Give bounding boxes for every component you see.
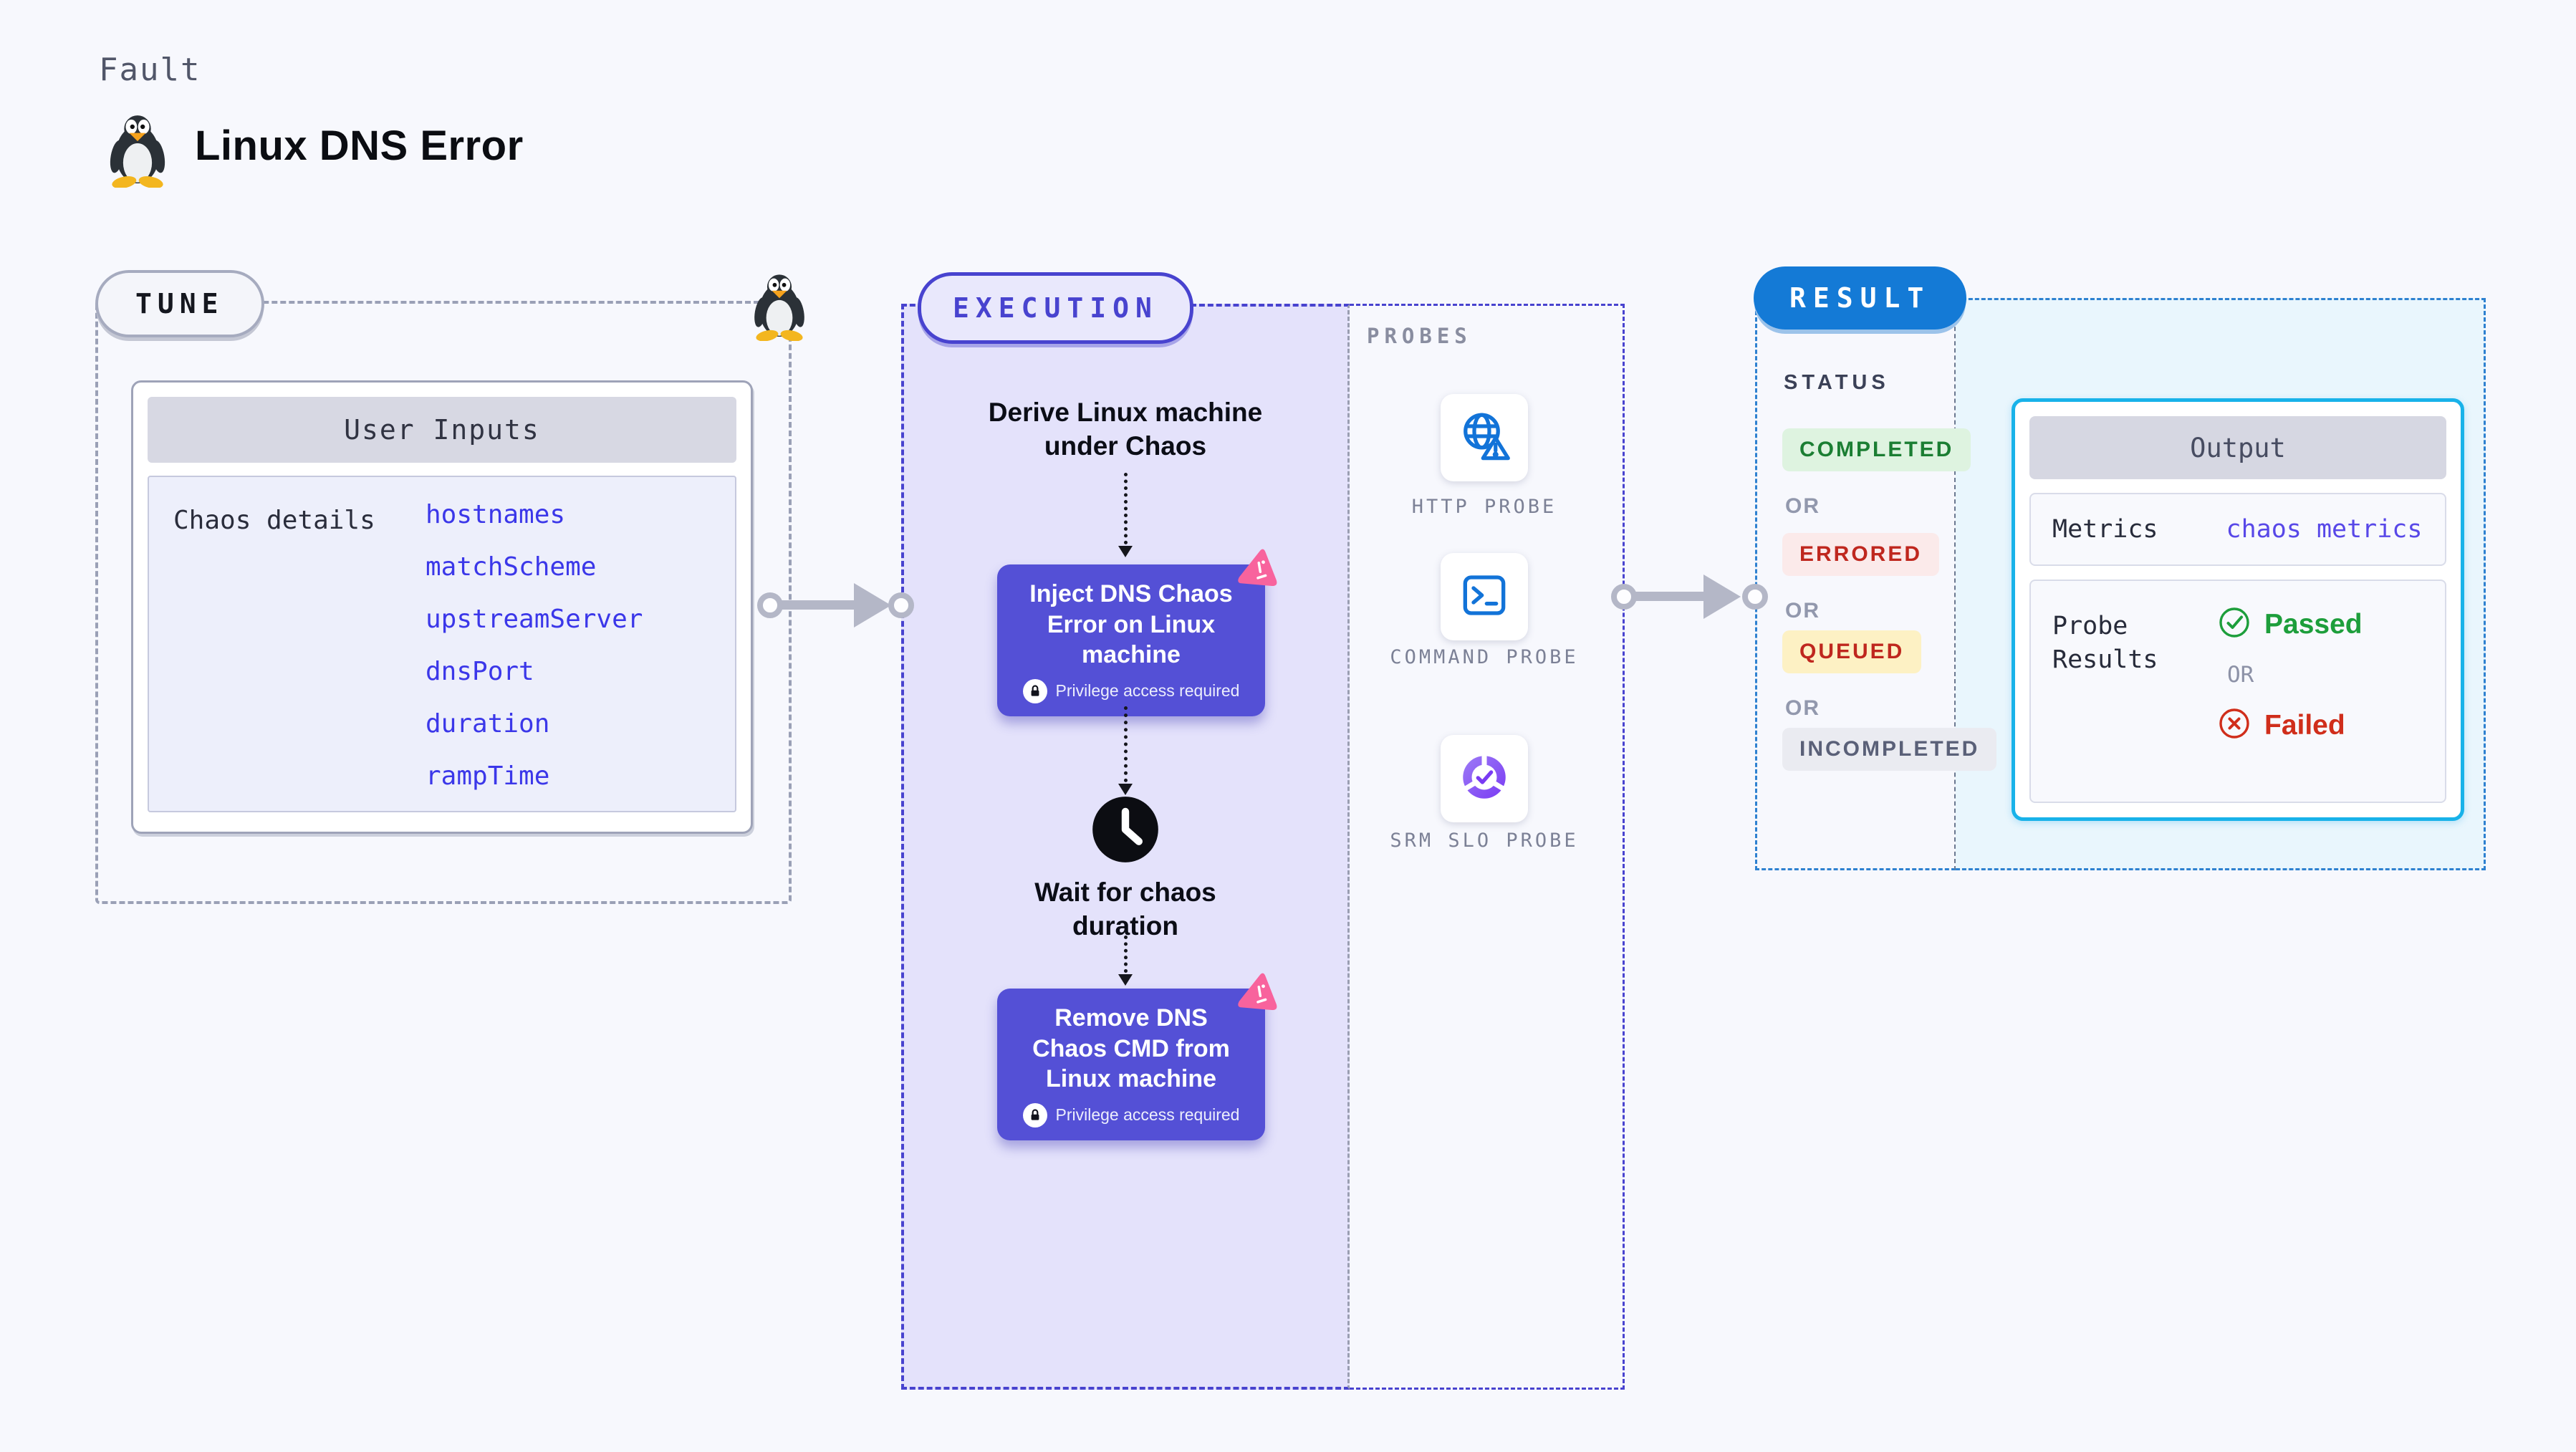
passed-label: Passed — [2264, 608, 2363, 640]
passed-row: Passed — [2217, 605, 2363, 643]
chaos-params-list: hostnames matchScheme upstreamServer dns… — [426, 477, 643, 811]
status-badge-incompleted: INCOMPLETED — [1782, 728, 1997, 771]
probe-results-row: Probe Results Passed OR — [2029, 580, 2446, 803]
param-dnsport: dnsPort — [426, 657, 534, 686]
connector-dot — [757, 592, 783, 618]
privilege-label: Privilege access required — [1055, 1105, 1240, 1124]
page-title: Linux DNS Error — [195, 122, 524, 169]
derive-step-text: Derive Linux machine under Chaos — [988, 398, 1263, 461]
privilege-label: Privilege access required — [1055, 681, 1240, 700]
param-upstreamserver: upstreamServer — [426, 605, 643, 634]
connector-dot — [1742, 584, 1768, 610]
probe-results-label: Probe Results — [2052, 612, 2158, 675]
fault-kicker: Fault — [99, 52, 201, 88]
srm-slo-probe-label: SRM SLO PROBE — [1390, 830, 1579, 852]
lock-icon — [1022, 678, 1047, 703]
remove-chaos-step-card: Remove DNS Chaos CMD from Linux machine … — [997, 973, 1277, 1140]
failed-row: Failed — [2217, 706, 2363, 744]
command-probe-label: COMMAND PROBE — [1390, 646, 1579, 668]
check-circle-icon — [2217, 605, 2251, 643]
chaos-fault-icon — [1233, 966, 1285, 1019]
dotted-connector — [1124, 473, 1128, 544]
arrow-head — [854, 583, 891, 628]
clock-icon — [1090, 794, 1161, 865]
param-matchscheme: matchScheme — [426, 552, 597, 582]
command-probe-card — [1441, 553, 1528, 640]
or-separator: OR — [1785, 494, 1820, 518]
chaos-fault-icon — [1233, 542, 1285, 595]
failed-label: Failed — [2264, 709, 2345, 741]
status-badge-queued: QUEUED — [1782, 630, 1922, 673]
metrics-label: Metrics — [2052, 515, 2158, 544]
metrics-row: Metrics chaos metrics — [2029, 493, 2446, 566]
tux-penguin-corner-icon — [749, 272, 809, 342]
tune-badge: TUNE — [95, 270, 264, 337]
privilege-row: Privilege access required — [1016, 1102, 1246, 1128]
tux-penguin-icon — [105, 113, 170, 189]
slo-donut-icon — [1454, 747, 1514, 811]
or-separator: OR — [2227, 662, 2254, 688]
or-separator: OR — [1785, 696, 1820, 720]
param-hostnames: hostnames — [426, 500, 566, 529]
status-badge-errored: ERRORED — [1782, 533, 1940, 576]
user-inputs-table: Chaos details hostnames matchScheme upst… — [148, 476, 736, 812]
probe-results-values: Passed OR Failed — [2217, 581, 2363, 802]
dotted-connector — [1124, 706, 1128, 782]
probes-label: PROBES — [1367, 324, 1472, 348]
or-separator: OR — [1785, 599, 1820, 622]
status-badge-completed: COMPLETED — [1782, 428, 1971, 471]
remove-step-title: Remove DNS Chaos CMD from Linux machine — [1032, 1004, 1230, 1092]
arrow-line — [1633, 592, 1708, 601]
lock-icon — [1022, 1102, 1047, 1128]
status-label: STATUS — [1784, 371, 1890, 394]
arrow-line — [779, 600, 858, 610]
inject-chaos-step-card: Inject DNS Chaos Error on Linux machine … — [997, 549, 1277, 716]
dotted-connector — [1124, 936, 1128, 973]
http-probe-card — [1441, 394, 1528, 481]
user-inputs-card: User Inputs Chaos details hostnames matc… — [131, 380, 753, 834]
metrics-value: chaos metrics — [2226, 515, 2423, 544]
wait-step-text: Wait for chaos duration — [1034, 878, 1216, 941]
execution-badge: EXECUTION — [918, 272, 1193, 344]
down-arrow-icon — [1118, 546, 1133, 557]
inject-step-title: Inject DNS Chaos Error on Linux machine — [1029, 580, 1233, 668]
privilege-row: Privilege access required — [1016, 678, 1246, 703]
down-arrow-icon — [1118, 974, 1133, 986]
user-inputs-title: User Inputs — [148, 397, 736, 463]
output-card: Output Metrics chaos metrics Probe Resul… — [2012, 398, 2464, 821]
globe-alert-icon — [1454, 406, 1514, 470]
arrow-head — [1703, 574, 1741, 619]
probes-section-box — [1350, 304, 1625, 1390]
x-circle-icon — [2217, 706, 2251, 744]
connector-dot — [1611, 584, 1637, 610]
output-title: Output — [2029, 416, 2446, 479]
chaos-details-label: Chaos details — [173, 506, 375, 535]
down-arrow-icon — [1118, 784, 1133, 795]
connector-dot — [888, 592, 914, 618]
param-ramptime: rampTime — [426, 761, 550, 791]
terminal-icon — [1456, 567, 1513, 628]
srm-slo-probe-card — [1441, 735, 1528, 822]
result-badge: RESULT — [1754, 266, 1967, 330]
param-duration: duration — [426, 709, 550, 739]
http-probe-label: HTTP PROBE — [1411, 496, 1557, 518]
